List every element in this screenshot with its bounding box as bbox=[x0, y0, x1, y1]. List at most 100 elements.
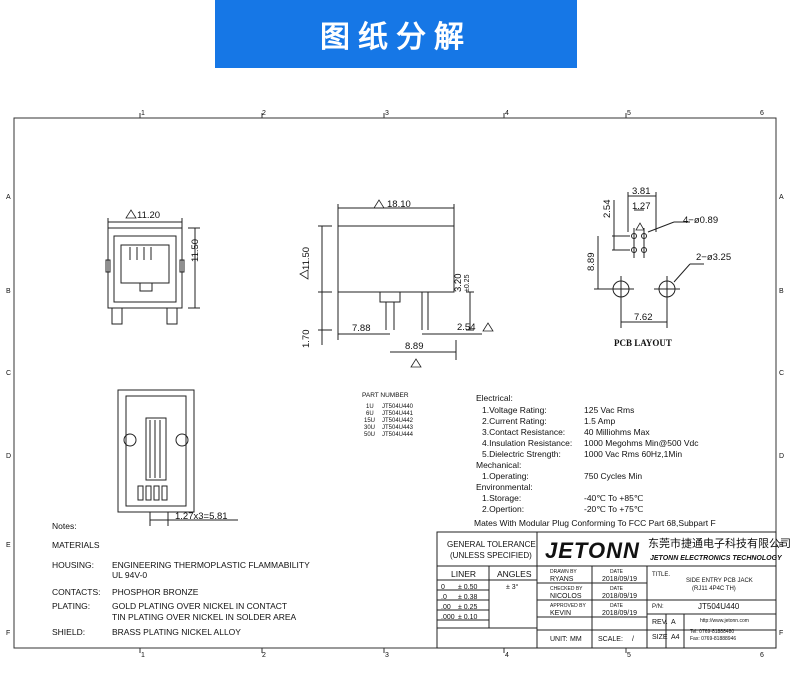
side-view bbox=[318, 204, 482, 360]
col-mark-1: 1 bbox=[141, 110, 145, 117]
col-mark-6-bottom: 6 bbox=[760, 652, 764, 659]
row-mark-d: D bbox=[6, 453, 12, 460]
tol-digits: .00 bbox=[441, 604, 451, 611]
note-value: BRASS PLATING NICKEL ALLOY bbox=[112, 627, 241, 637]
rev-value: A bbox=[671, 619, 676, 626]
part-row: 15U JT504U442 bbox=[362, 417, 413, 425]
col-mark-4: 4 bbox=[505, 110, 509, 117]
row-mark-b: B bbox=[6, 288, 11, 295]
part-plating: 15U bbox=[364, 417, 376, 424]
spec-value: 40 Milliohms Max bbox=[584, 426, 650, 437]
col-mark-5: 5 bbox=[627, 110, 631, 117]
tolerance-sub: (UNLESS SPECIFIED) bbox=[450, 551, 532, 560]
approved-date: 2018/09/19 bbox=[602, 610, 638, 617]
unit-label: UNIT: bbox=[550, 636, 568, 643]
part-row: 50U JT504U444 bbox=[362, 431, 413, 439]
part-row: 30U JT504U443 bbox=[362, 424, 413, 432]
col-mark-4-bottom: 4 bbox=[505, 652, 509, 659]
row-mark-e-right: E bbox=[779, 542, 784, 549]
tol-digits: .000 bbox=[441, 614, 455, 621]
tol-value: ± 0.25 bbox=[458, 604, 478, 611]
pn-value: JT504U440 bbox=[698, 602, 740, 611]
pcb-layout-view bbox=[594, 192, 704, 328]
banner-title: 图纸分解 bbox=[320, 20, 472, 55]
note-label: PLATING: bbox=[52, 601, 91, 611]
spec-label: 3.Contact Resistance: bbox=[482, 426, 566, 437]
spec-row: 1.Voltage Rating: 125 Vac Rms bbox=[476, 404, 766, 417]
part-plating: 1U bbox=[366, 403, 374, 410]
row-mark-f-right: F bbox=[779, 630, 784, 637]
checked-date: 2018/09/19 bbox=[602, 593, 638, 600]
date-label: DATE bbox=[610, 569, 623, 575]
part-pn: JT504U443 bbox=[382, 424, 414, 431]
side-pitch-dim: 2.54 bbox=[457, 322, 476, 333]
unit-value: MM bbox=[570, 636, 582, 643]
col-mark-2-bottom: 2 bbox=[262, 652, 266, 659]
tol-value: ± 0.50 bbox=[458, 584, 478, 591]
tol-digits: .0 bbox=[441, 594, 447, 601]
electrical-title: Electrical: bbox=[476, 393, 513, 403]
spec-value: -40℃ To +85℃ bbox=[584, 492, 644, 503]
spec-label: 2.Opertion: bbox=[482, 503, 525, 514]
spec-value: 1000 Vac Rms 60Hz,1Min bbox=[584, 448, 683, 459]
front-view bbox=[105, 218, 200, 325]
spec-row: 2.Opertion: -20℃ To +75℃ bbox=[476, 503, 766, 516]
spec-label: 1.Storage: bbox=[482, 492, 522, 503]
environmental-title: Environmental: bbox=[476, 481, 533, 492]
approved-name: KEVIN bbox=[550, 610, 572, 617]
row-mark-a: A bbox=[6, 194, 11, 201]
part-plating: 50U bbox=[364, 431, 376, 438]
spec-row: 4.Insulation Resistance:1000 Megohms Min… bbox=[476, 438, 766, 450]
drawn-label: DRAWN BY bbox=[550, 569, 577, 575]
spec-value: 125 Vac Rms bbox=[584, 404, 635, 415]
pcb-top-dim: 3.81 bbox=[632, 186, 651, 197]
part-pn: JT504U444 bbox=[382, 431, 414, 438]
part-row: 1U JT504U440 bbox=[362, 403, 413, 411]
drawn-name: RYANS bbox=[550, 576, 574, 583]
note-label: SHIELD: bbox=[52, 627, 86, 637]
pcb-layout-title: PCB LAYOUT bbox=[614, 338, 672, 348]
part-pn: JT504U441 bbox=[382, 410, 414, 417]
tol-value: ± 0.10 bbox=[458, 614, 478, 621]
spec-label: 2.Current Rating: bbox=[482, 415, 547, 426]
pcb-hole-large: 2−ø3.25 bbox=[696, 252, 732, 263]
website: http://www.jetonn.com bbox=[700, 618, 749, 624]
note-value: GOLD PLATING OVER NICKEL IN CONTACT bbox=[112, 601, 288, 611]
spec-row: 3.Contact Resistance: 40 Milliohms Max bbox=[476, 426, 766, 439]
col-mark-5-bottom: 5 bbox=[627, 652, 631, 659]
side-span-dim: 8.89 bbox=[405, 341, 424, 352]
drawn-date: 2018/09/19 bbox=[602, 576, 638, 583]
note-value: ENGINEERING THERMOPLASTIC FLAMMABILITY bbox=[112, 560, 310, 570]
title-line-2: (RJ11 4P4C TH) bbox=[692, 586, 736, 592]
pcb-hole-small: 4−ø0.89 bbox=[683, 215, 719, 226]
note-label: HOUSING: bbox=[52, 560, 95, 570]
row-mark-b-right: B bbox=[779, 288, 784, 295]
spec-value: 1.5 Amp bbox=[584, 415, 616, 426]
spec-value: -20℃ To +75℃ bbox=[584, 503, 644, 514]
materials-title: MATERIALS bbox=[52, 540, 100, 550]
page-banner: 图纸分解 bbox=[215, 0, 577, 68]
part-plating: 30U bbox=[364, 424, 376, 431]
row-mark-f: F bbox=[6, 630, 11, 637]
approved-label: APPROVED BY bbox=[550, 603, 586, 609]
front-width-dim: 11.20 bbox=[137, 210, 161, 221]
tol-digits: 0 bbox=[441, 584, 445, 591]
spec-label: 1.Voltage Rating: bbox=[482, 404, 547, 415]
part-number-header: PART NUMBER bbox=[362, 392, 409, 399]
bottom-pitch-dim: 1.27x3=5.81 bbox=[175, 511, 228, 522]
note-value-2: TIN PLATING OVER NICKEL IN SOLDER AREA bbox=[112, 612, 297, 622]
row-mark-d-right: D bbox=[779, 453, 785, 460]
date-label: DATE bbox=[610, 586, 623, 592]
scale-label: SCALE: bbox=[598, 636, 623, 643]
side-height-dim: 11.50 bbox=[301, 246, 312, 270]
pcb-left-dim: 2.54 bbox=[602, 199, 613, 219]
part-pn: JT504U442 bbox=[382, 417, 414, 424]
row-mark-a-right: A bbox=[779, 194, 784, 201]
pcb-bottom-dim: 7.62 bbox=[634, 312, 653, 323]
side-pin-dim: 3.20 bbox=[453, 273, 464, 293]
tolerance-title: GENERAL TOLERANCE bbox=[447, 540, 536, 549]
part-pn: JT504U440 bbox=[382, 403, 414, 410]
